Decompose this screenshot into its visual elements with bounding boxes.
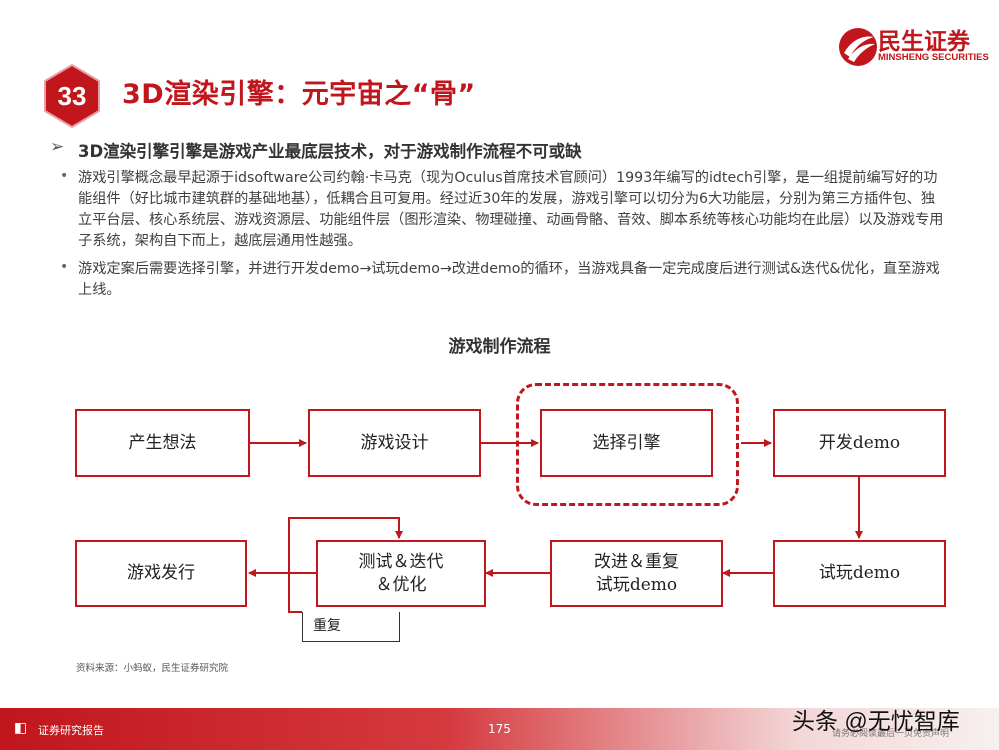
step-improve-line2: 试玩demo xyxy=(595,574,678,595)
step-engine-label: 选择引擎 xyxy=(592,432,661,453)
highlight-dashed-frame xyxy=(516,383,739,506)
step-improve-line1: 改进＆重复 xyxy=(594,551,679,572)
step-release-label: 游戏发行 xyxy=(127,563,195,583)
bullet-dot-icon: • xyxy=(60,259,69,275)
bullet-dot-icon: • xyxy=(60,168,69,184)
step-test-line2: ＆优化 xyxy=(375,574,427,595)
watermark: 头条 @无忧智库 xyxy=(792,708,960,734)
step-release: 游戏发行 xyxy=(75,540,247,607)
step-design-label: 游戏设计 xyxy=(360,432,429,453)
repeat-label-box: 重复 xyxy=(302,612,400,642)
bullet-paragraph: 游戏引擎概念最早起源于idsoftware公司约翰·卡马克（现为Oculus首席… xyxy=(78,170,944,249)
footer-bar xyxy=(0,708,999,750)
page-number: 175 xyxy=(488,722,511,736)
step-test-line1: 测试＆迭代 xyxy=(358,551,444,572)
step-trial: 试玩demo xyxy=(773,540,946,607)
step-engine: 选择引擎 xyxy=(540,409,713,477)
footer-label: 证券研究报告 xyxy=(38,724,104,737)
disclaimer: 请务必阅读最后一页免责声明 xyxy=(832,729,950,739)
logo-text-en: MINSHENG SECURITIES xyxy=(878,52,989,63)
repeat-loop-arrow xyxy=(288,517,403,613)
source-note: 资料来源：小蚂蚁，民生证券研究院 xyxy=(76,663,229,674)
step-design: 游戏设计 xyxy=(308,409,481,477)
minsheng-logo-icon xyxy=(839,28,877,66)
arrow-bullet-icon: ➢ xyxy=(50,137,65,157)
page-title: 3D渲染引擎：元宇宙之“骨” xyxy=(122,79,476,110)
step-test: 测试＆迭代 ＆优化 xyxy=(316,540,486,607)
step-dev-label: 开发demo xyxy=(818,432,901,453)
logo-text-cn: 民生证券 xyxy=(878,28,970,54)
step-idea-label: 产生想法 xyxy=(128,432,197,453)
step-trial-label: 试玩demo xyxy=(818,563,901,583)
step-dev: 开发demo xyxy=(773,409,946,477)
diagram-title: 游戏制作流程 xyxy=(448,337,551,357)
report-icon: ◧ xyxy=(14,720,28,736)
slide-number-badge xyxy=(44,64,100,128)
bullet-paragraph: 游戏定案后需要选择引擎，并进行开发demo→试玩demo→改进demo的循环，当… xyxy=(78,261,940,298)
slide-number: 33 xyxy=(57,81,87,111)
headline: 3D渲染引擎引擎是游戏产业最底层技术，对于游戏制作流程不可或缺 xyxy=(78,142,582,161)
step-improve: 改进＆重复 试玩demo xyxy=(550,540,723,607)
step-idea: 产生想法 xyxy=(75,409,250,477)
